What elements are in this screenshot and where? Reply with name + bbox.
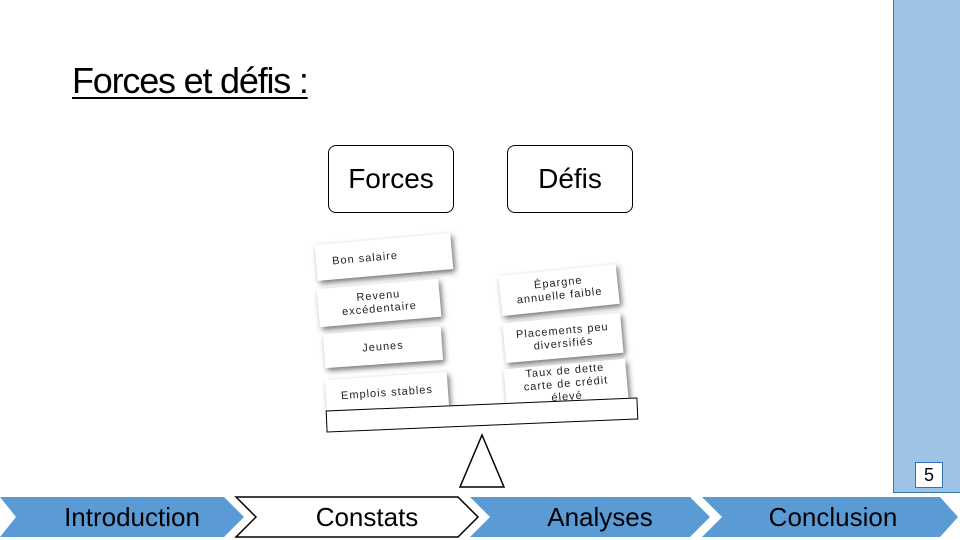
defis-header: Défis [507, 145, 633, 213]
forces-card-label: Bon salaire [331, 249, 399, 268]
forces-card: Revenu excédentaire [316, 278, 442, 328]
defis-card-label: Placements peu diversifiés [515, 321, 610, 353]
balance-fulcrum [458, 433, 506, 488]
nav-step-conclusion[interactable]: Conclusion [768, 502, 898, 532]
forces-header-label: Forces [348, 163, 434, 194]
nav-step-constats[interactable]: Constats [315, 502, 419, 532]
nav-step-introduction-shape [0, 497, 244, 537]
nav-step-conclusion-shape [702, 497, 958, 537]
nav-step-analyses-shape [470, 497, 710, 537]
forces-header: Forces [328, 145, 454, 213]
defis-header-label: Défis [538, 163, 602, 194]
forces-card-label: Emplois stables [340, 383, 434, 402]
side-panel [893, 0, 960, 493]
forces-card-label: Jeunes [361, 339, 405, 354]
nav-step-introduction[interactable]: Introduction [64, 502, 200, 532]
defis-card-label: Épargne annuelle faible [516, 274, 603, 307]
defis-card: Placements peu diversifiés [502, 312, 624, 364]
nav-step-analyses[interactable]: Analyses [547, 502, 653, 532]
page-number: 5 [915, 462, 943, 488]
forces-card: Jeunes [322, 325, 444, 369]
forces-card-label: Revenu excédentaire [341, 288, 418, 319]
slide-title: Forces et défis : [72, 60, 309, 101]
nav-bar [0, 496, 958, 538]
defis-card: Épargne annuelle faible [498, 263, 620, 317]
nav-step-constats-shape [234, 496, 480, 538]
forces-card: Bon salaire [314, 233, 454, 281]
